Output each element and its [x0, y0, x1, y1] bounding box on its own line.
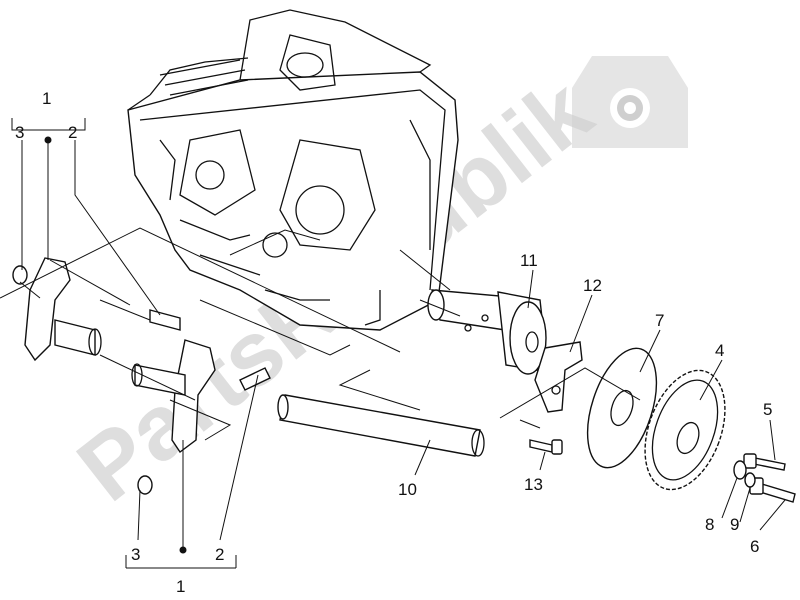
reference-lines [0, 227, 641, 441]
washer-9 [744, 472, 756, 488]
screw-13 [529, 439, 563, 455]
gear-icon [572, 56, 688, 148]
label-10: 10 [398, 480, 417, 499]
label-6: 6 [750, 537, 759, 556]
washer-8 [733, 460, 747, 480]
label-11: 11 [520, 251, 538, 270]
label-2-top: 2 [68, 123, 77, 142]
rocker-arm-upper [12, 257, 102, 362]
label-3-bottom: 3 [131, 545, 140, 564]
adjuster-screw-top [149, 309, 181, 331]
bullet-bottom [179, 546, 187, 554]
timing-disc [586, 347, 658, 469]
label-7: 7 [655, 311, 664, 330]
label-3-top: 3 [15, 123, 24, 142]
label-8: 8 [705, 515, 714, 534]
label-4: 4 [715, 341, 724, 360]
callout-leaders [11, 118, 786, 569]
sprocket [644, 369, 726, 491]
adjuster-screw-bottom [239, 367, 271, 391]
label-12: 12 [583, 276, 602, 295]
callouts: 1 3 2 3 2 1 11 12 7 4 5 10 13 8 9 6 [15, 89, 772, 596]
bullet-top [44, 136, 52, 144]
cylinder-head [127, 9, 459, 331]
rocker-arm-lower [131, 339, 216, 495]
bolt-small [743, 453, 786, 471]
label-1-top: 1 [42, 89, 51, 108]
label-5: 5 [763, 400, 772, 419]
nut-3-bottom [137, 475, 153, 495]
bolt-large [749, 477, 796, 503]
thrust-plate [534, 341, 583, 413]
label-1-bottom: 1 [176, 577, 185, 596]
camshaft [427, 289, 549, 375]
nut-3-top [12, 265, 28, 285]
label-13: 13 [524, 475, 543, 494]
label-2-bottom: 2 [215, 545, 224, 564]
rocker-shaft [277, 394, 485, 457]
label-9: 9 [730, 515, 739, 534]
